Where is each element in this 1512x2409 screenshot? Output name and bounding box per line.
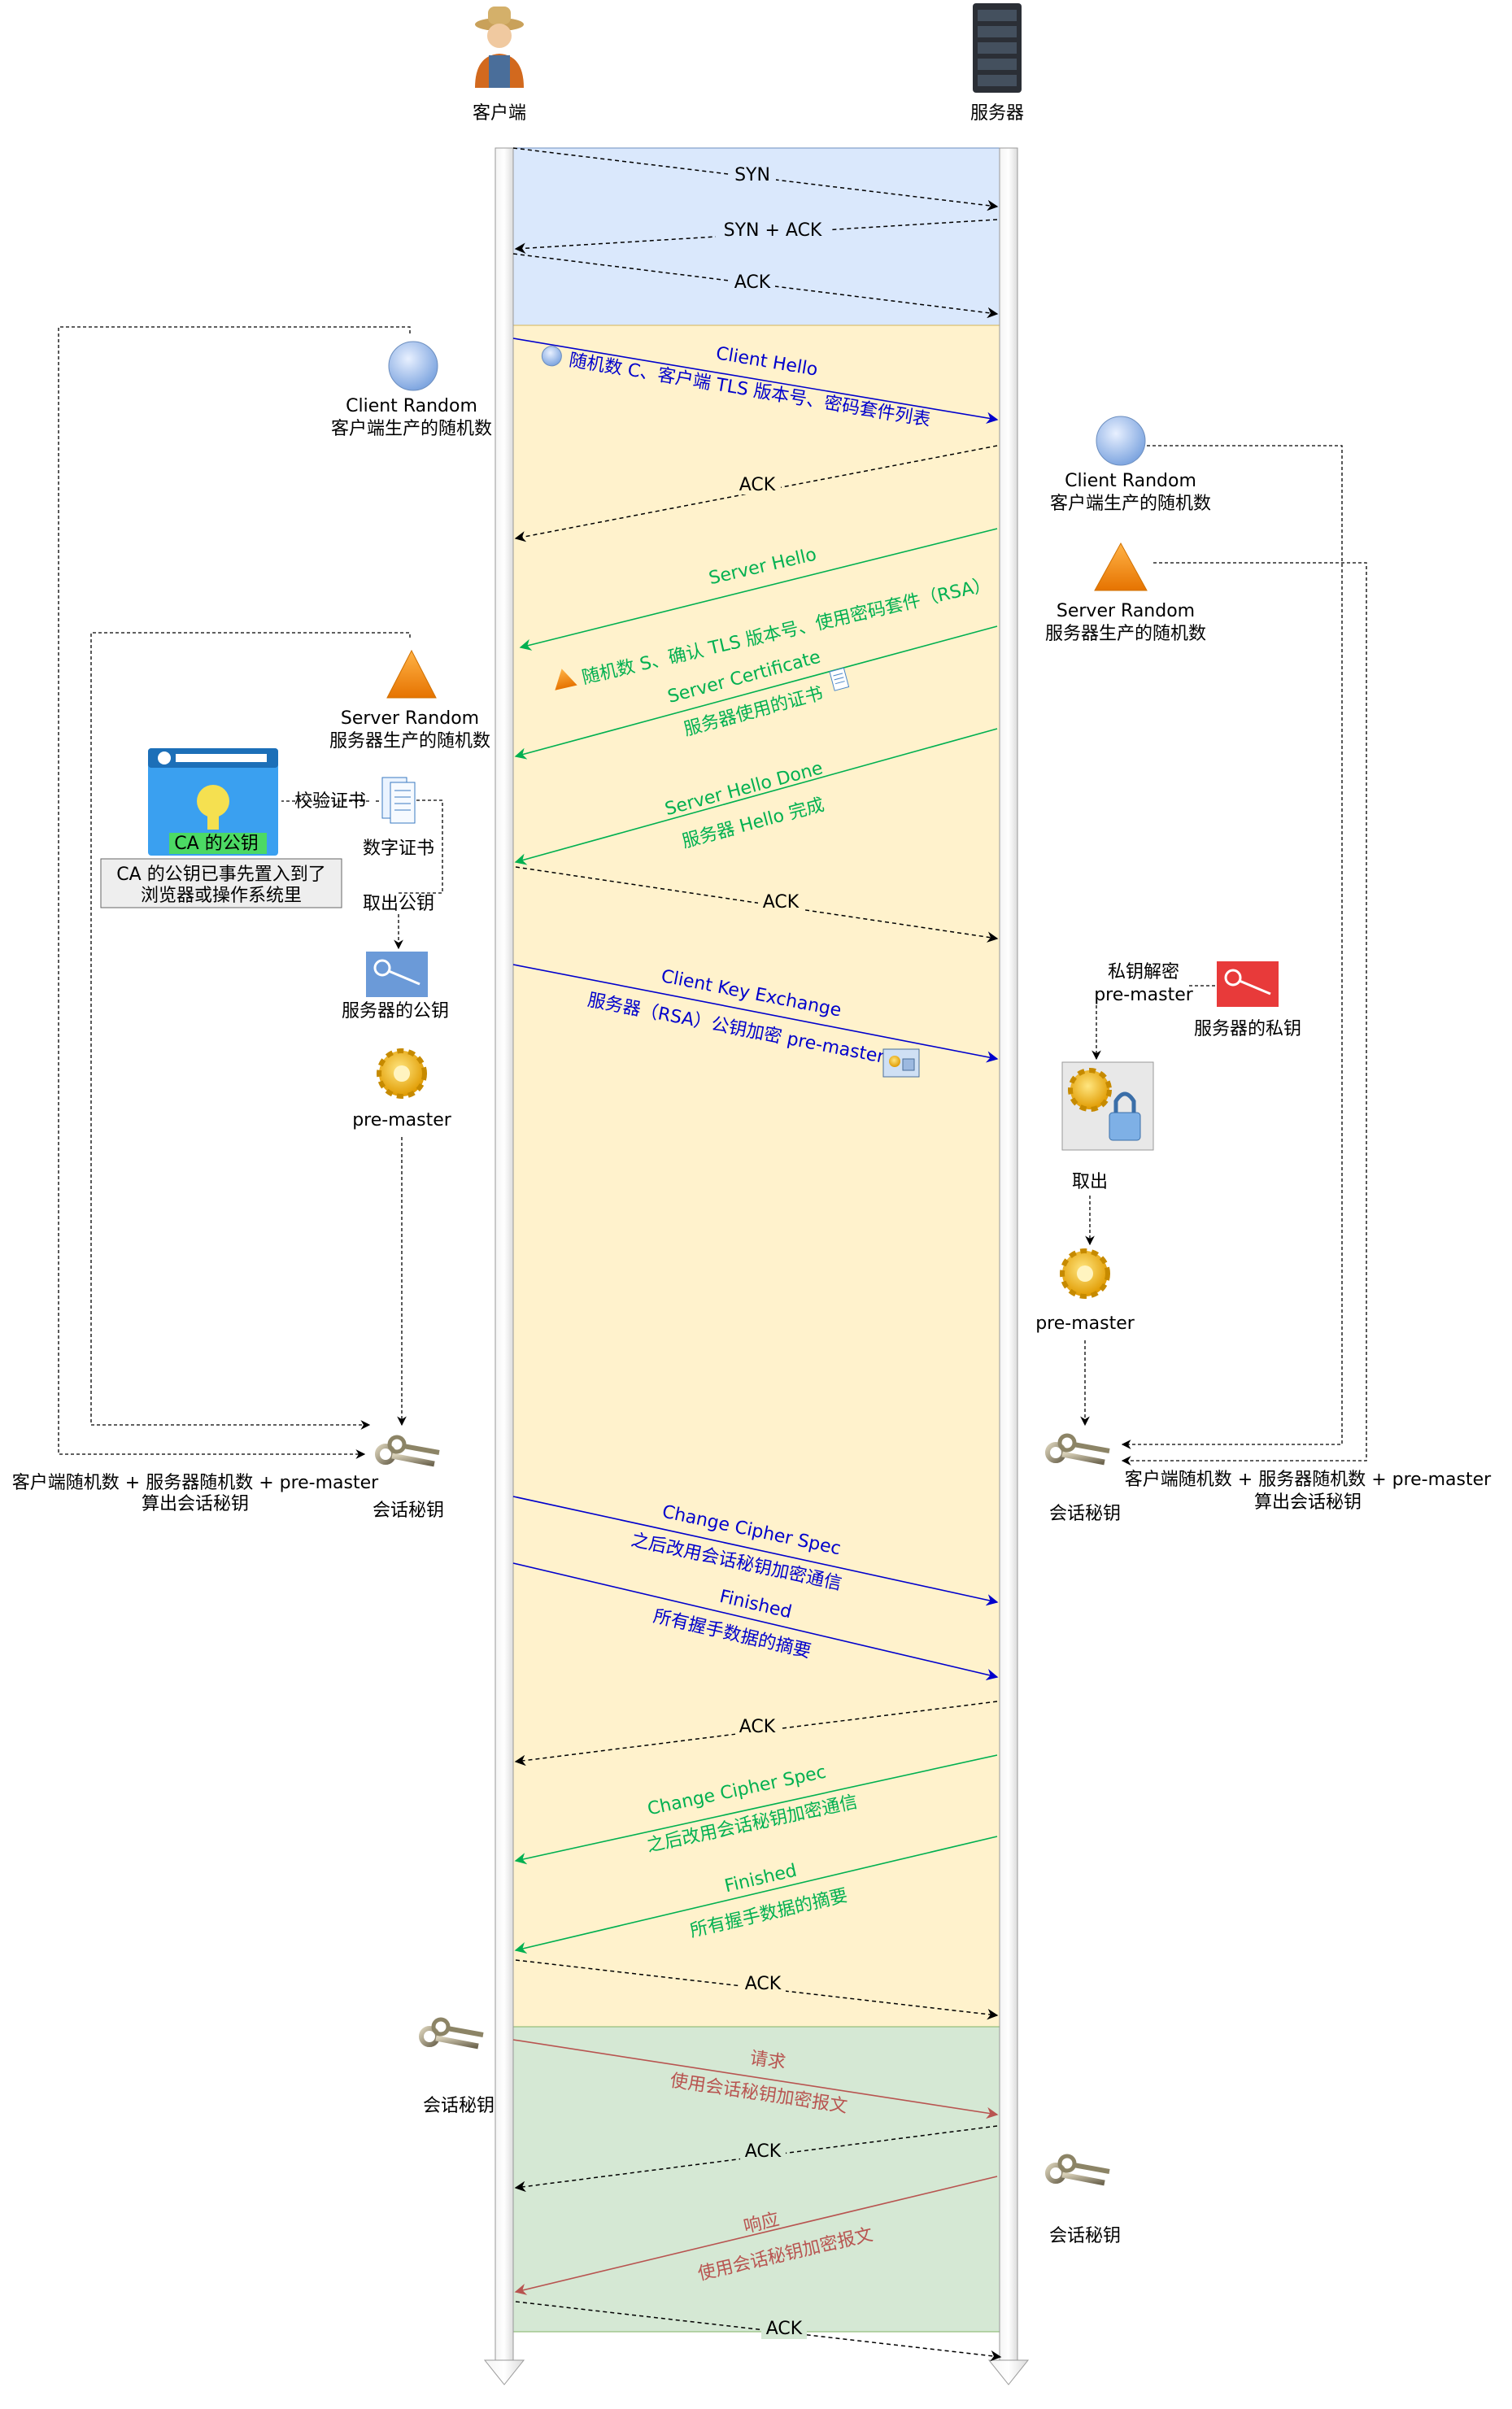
ack-label-3: ACK <box>739 1717 776 1737</box>
decrypt-label-2: pre-master <box>1094 985 1194 1005</box>
decrypt-lock-gear-icon <box>1061 1061 1154 1151</box>
pre-master-label-left: pre-master <box>352 1110 452 1130</box>
session-key-label-right: 会话秘钥 <box>1049 1504 1121 1524</box>
server-label: 服务器 <box>970 103 1024 124</box>
client-avatar-icon <box>475 7 524 88</box>
cert-to-pubkey-connector <box>399 799 443 894</box>
server-rack-icon <box>973 3 1022 93</box>
client-hello-arrow <box>512 338 999 424</box>
session-key-icon-left-2 <box>419 2017 484 2050</box>
ack-arrow-6 <box>515 2301 1002 2362</box>
client-random-desc-left: 客户端生产的随机数 <box>331 419 492 439</box>
server-random-small-icon <box>555 669 577 690</box>
server-ccs-arrow <box>514 1754 998 1865</box>
client-random-small-icon <box>541 346 562 367</box>
ca-note-line-1: CA 的公钥已事先置入到了 <box>116 865 325 885</box>
pre-master-gear-icon-left <box>377 1048 427 1099</box>
server-lifeline <box>987 147 1030 2385</box>
tcp-ack-label: ACK <box>734 272 771 293</box>
syn-label: SYN <box>734 165 770 185</box>
client-random-title-right: Client Random <box>1065 471 1196 491</box>
ack-label-6: ACK <box>766 2319 803 2339</box>
ack-label-4: ACK <box>745 1974 782 1994</box>
app-data-section-background <box>512 2026 1001 2333</box>
digital-cert-label: 数字证书 <box>363 839 434 859</box>
server-public-key-icon <box>366 952 428 997</box>
ack-label-1: ACK <box>739 475 776 495</box>
client-label: 客户端 <box>473 103 526 124</box>
server-random-desc-left: 服务器生产的随机数 <box>329 731 490 751</box>
server-random-triangle-icon-right <box>1094 542 1148 591</box>
server-hello-done-arrow <box>514 728 998 865</box>
take-pubkey-label: 取出公钥 <box>363 894 434 914</box>
server-cert-arrow <box>514 625 998 760</box>
server-pubkey-label: 服务器的公钥 <box>342 1001 449 1022</box>
ack-arrow-2 <box>515 866 999 943</box>
client-random-feedback-line-right <box>1121 445 1343 1449</box>
formula-left-line-1: 客户端随机数 + 服务器随机数 + pre-master <box>12 1473 379 1493</box>
ca-browser-icon <box>148 748 278 856</box>
pre-master-label-right: pre-master <box>1035 1313 1135 1334</box>
ack-label-2: ACK <box>763 892 800 913</box>
ca-note-line-2: 浏览器或操作系统里 <box>141 886 302 906</box>
client-random-sphere-icon <box>388 341 438 391</box>
client-lifeline <box>483 147 525 2385</box>
formula-right-line-1: 客户端随机数 + 服务器随机数 + pre-master <box>1125 1470 1492 1490</box>
server-random-title-right: Server Random <box>1057 601 1195 621</box>
formula-left-line-2: 算出会话秘钥 <box>142 1494 249 1514</box>
tls-section-background <box>512 325 1001 2028</box>
pre-master-gear-icon-right <box>1060 1248 1110 1299</box>
ca-note-box <box>100 858 342 908</box>
server-random-triangle-icon <box>386 649 437 699</box>
client-random-title-left: Client Random <box>346 396 477 416</box>
certificate-small-icon <box>829 667 850 691</box>
formula-right-line-2: 算出会话秘钥 <box>1254 1492 1362 1513</box>
server-random-feedback-line <box>90 632 411 1430</box>
session-key-label-right-2: 会话秘钥 <box>1049 2226 1121 2246</box>
client-ccs-arrow <box>512 1496 999 1606</box>
session-key-label-left: 会话秘钥 <box>373 1501 444 1521</box>
encrypted-key-small-icon <box>882 1048 920 1078</box>
session-key-icon-left <box>375 1435 440 1467</box>
digital-certificate-icon <box>381 777 416 824</box>
client-finished-arrow <box>512 1562 999 1681</box>
server-random-desc-right: 服务器生产的随机数 <box>1045 624 1206 644</box>
ca-key-label-bg <box>169 833 267 854</box>
request-arrow <box>512 2039 999 2119</box>
server-hello-arrow <box>519 528 998 651</box>
take-out-label: 取出 <box>1072 1172 1108 1192</box>
server-private-key-icon <box>1217 961 1279 1007</box>
server-finished-arrow <box>514 1836 998 1954</box>
response-arrow <box>514 2176 998 2295</box>
server-random-title-left: Server Random <box>341 708 479 729</box>
session-key-label-left-2: 会话秘钥 <box>423 2096 495 2116</box>
ca-key-label: CA 的公钥 <box>174 834 258 854</box>
decrypt-label-1: 私钥解密 <box>1108 962 1179 982</box>
session-key-icon-right-2 <box>1045 2154 1110 2186</box>
client-random-sphere-icon-right <box>1096 416 1146 466</box>
ack-label-5: ACK <box>745 2141 782 2162</box>
client-random-desc-right: 客户端生产的随机数 <box>1050 494 1211 514</box>
private-key-label: 服务器的私钥 <box>1194 1019 1301 1039</box>
client-key-exchange-arrow <box>512 964 999 1063</box>
session-key-icon-right <box>1045 1433 1110 1466</box>
syn-ack-label: SYN + ACK <box>724 220 822 241</box>
server-random-feedback-line-right <box>1121 562 1367 1466</box>
